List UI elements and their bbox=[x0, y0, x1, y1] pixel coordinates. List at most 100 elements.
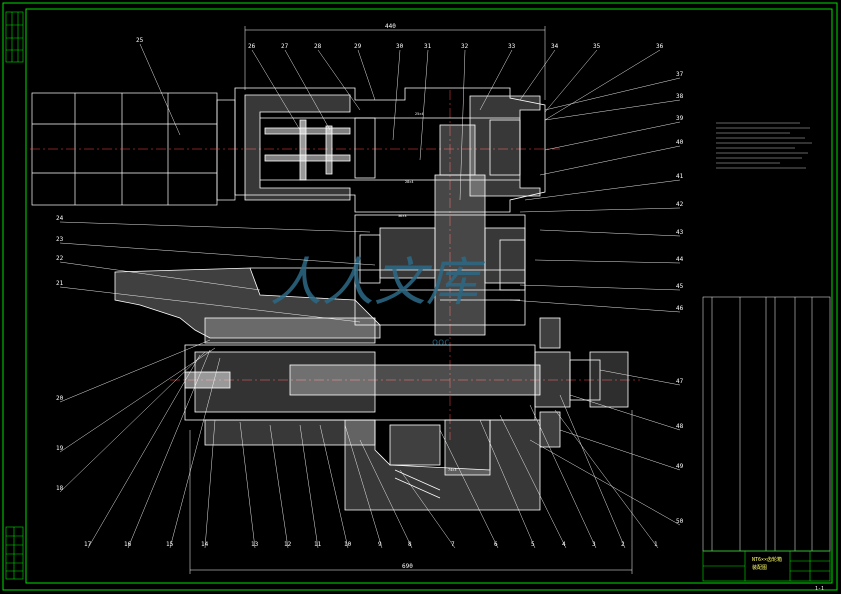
balloon-bottom-15-leader bbox=[169, 357, 221, 549]
tech-notes bbox=[716, 122, 812, 169]
balloon-top-28: 28 bbox=[314, 43, 322, 50]
balloon-right-48-leader bbox=[569, 394, 681, 431]
balloon-bottom-16: 16 bbox=[124, 541, 132, 548]
balloon-right-50: 50 bbox=[676, 518, 684, 525]
balloon-top-33: 33 bbox=[508, 43, 516, 50]
balloon-right-46-leader bbox=[509, 299, 681, 313]
balloon-right-47: 47 bbox=[676, 378, 684, 385]
balloon-right-47-leader bbox=[599, 369, 681, 386]
balloon-top-29: 29 bbox=[354, 43, 362, 50]
balloon-left-19-leader bbox=[59, 347, 216, 453]
balloon-bottom-12: 12 bbox=[284, 541, 292, 548]
balloon-top-26: 26 bbox=[248, 43, 256, 50]
middle-gears bbox=[354, 174, 526, 336]
balloon-bottom-1: 1 bbox=[654, 541, 658, 548]
balloon-left-22-leader bbox=[59, 261, 261, 291]
balloon-bottom-13-leader bbox=[239, 421, 256, 549]
balloon-right-37: 37 bbox=[676, 71, 684, 78]
balloon-top-31-leader bbox=[419, 49, 429, 161]
balloon-top-35-leader bbox=[544, 49, 598, 113]
balloon-right-44-leader bbox=[534, 259, 681, 264]
lower-housing bbox=[344, 419, 541, 511]
balloon-left-25: 25 bbox=[136, 37, 144, 44]
sheet-inner-border bbox=[25, 8, 833, 584]
balloon-left-20-leader bbox=[59, 339, 211, 403]
balloon-left-18: 18 bbox=[56, 485, 64, 492]
balloon-top-30: 30 bbox=[396, 43, 404, 50]
binding-strip bbox=[5, 11, 24, 580]
balloon-bottom-3: 3 bbox=[592, 541, 596, 548]
balloon-bottom-16-leader bbox=[127, 349, 211, 549]
balloon-right-40: 40 bbox=[676, 139, 684, 146]
sheet-number: 1-1 bbox=[815, 586, 824, 592]
balloon-left-23-leader bbox=[59, 242, 376, 266]
balloon-right-42: 42 bbox=[676, 201, 684, 208]
title-line-2: 装配图 bbox=[752, 564, 767, 571]
balloon-right-50-leader bbox=[529, 439, 681, 526]
balloon-top-31: 31 bbox=[424, 43, 432, 50]
watermark: 人人文库 bbox=[270, 253, 486, 313]
balloon-top-34: 34 bbox=[551, 43, 559, 50]
dimensions bbox=[189, 26, 633, 574]
balloon-right-48: 48 bbox=[676, 423, 684, 430]
balloon-right-43: 43 bbox=[676, 229, 684, 236]
balloon-top-28-leader bbox=[317, 49, 361, 111]
annotation-0: 25×4 bbox=[415, 112, 423, 116]
balloon-left-24: 24 bbox=[56, 215, 64, 222]
balloon-bottom-3-leader bbox=[529, 404, 597, 549]
balloon-top-30-leader bbox=[392, 49, 401, 141]
balloon-bottom-10-leader bbox=[319, 424, 349, 549]
balloon-bottom-14-leader bbox=[204, 419, 216, 549]
balloon-bottom-6: 6 bbox=[494, 541, 498, 548]
centerlines bbox=[30, 90, 640, 440]
dim-bottom-text: 690 bbox=[402, 563, 413, 570]
balloon-bottom-8: 8 bbox=[408, 541, 412, 548]
balloon-right-38: 38 bbox=[676, 93, 684, 100]
balloon-left-24-leader bbox=[59, 221, 371, 233]
balloon-bottom-8-leader bbox=[359, 439, 413, 549]
balloon-top-35: 35 bbox=[593, 43, 601, 50]
balloon-top-34-leader bbox=[519, 49, 556, 101]
annotation-3: 74×3 bbox=[448, 468, 456, 472]
balloon-bottom-7: 7 bbox=[451, 541, 455, 548]
balloon-left-22: 22 bbox=[56, 255, 64, 262]
balloon-right-39: 39 bbox=[676, 115, 684, 122]
balloon-top-33-leader bbox=[479, 49, 513, 111]
arm-bracket bbox=[114, 267, 381, 339]
balloon-top-26-leader bbox=[251, 49, 301, 131]
balloon-right-40-leader bbox=[539, 145, 681, 176]
balloon-right-42-leader bbox=[519, 207, 681, 213]
balloon-bottom-10: 10 bbox=[344, 541, 352, 548]
balloon-bottom-15: 15 bbox=[166, 541, 174, 548]
balloon-top-27-leader bbox=[284, 49, 331, 131]
balloon-top-32-leader bbox=[459, 49, 466, 201]
balloon-right-41: 41 bbox=[676, 173, 684, 180]
balloon-left-19: 19 bbox=[56, 445, 64, 452]
balloon-bottom-13: 13 bbox=[251, 541, 259, 548]
balloon-right-45-leader bbox=[519, 284, 681, 291]
spindle-assembly bbox=[184, 317, 629, 448]
balloon-left-21-leader bbox=[59, 286, 361, 323]
balloon-bottom-2: 2 bbox=[621, 541, 625, 548]
annotation-1: 28×4 bbox=[405, 180, 413, 184]
balloon-right-38-leader bbox=[544, 99, 681, 121]
balloon-bottom-9: 9 bbox=[378, 541, 382, 548]
balloon-bottom-11-leader bbox=[299, 424, 319, 549]
balloon-left-21: 21 bbox=[56, 280, 64, 287]
balloon-top-32: 32 bbox=[461, 43, 469, 50]
balloon-left-20: 20 bbox=[56, 395, 64, 402]
balloon-right-37-leader bbox=[544, 77, 681, 111]
balloon-left-18-leader bbox=[59, 351, 206, 493]
balloon-bottom-5: 5 bbox=[531, 541, 535, 548]
title-block bbox=[702, 550, 831, 582]
balloon-right-44: 44 bbox=[676, 256, 684, 263]
watermark-sub: ooc bbox=[432, 337, 450, 348]
balloon-top-36: 36 bbox=[656, 43, 664, 50]
balloon-right-49: 49 bbox=[676, 463, 684, 470]
balloon-bottom-4: 4 bbox=[562, 541, 566, 548]
balloon-right-45: 45 bbox=[676, 283, 684, 290]
balloon-bottom-14: 14 bbox=[201, 541, 209, 548]
